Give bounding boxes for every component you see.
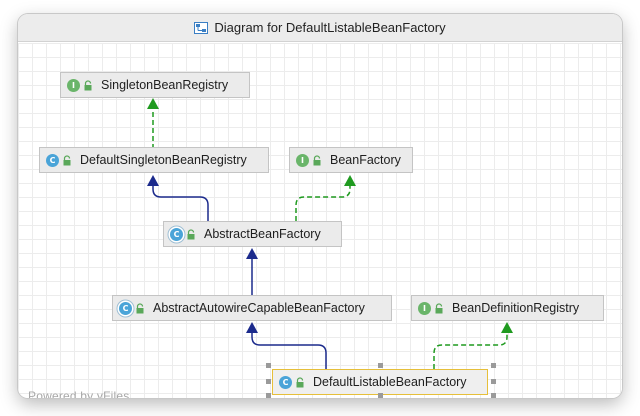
- interface-icon: I: [296, 153, 309, 167]
- window-titlebar: Diagram for DefaultListableBeanFactory: [18, 14, 622, 42]
- node-bean-factory[interactable]: I BeanFactory: [289, 147, 413, 173]
- edge-abstract-bean-factory-extends-default-singleton: [147, 175, 209, 221]
- lock-icon: [84, 79, 92, 90]
- edges-layer: [147, 98, 513, 369]
- selection-handle-bottom-left[interactable]: [266, 393, 271, 398]
- class-icon: C: [279, 375, 292, 389]
- node-label: BeanDefinitionRegistry: [452, 301, 580, 315]
- node-label: AbstractBeanFactory: [204, 227, 321, 241]
- edge-default-singleton-implements-singleton-registry: [147, 98, 159, 149]
- edge-abstract-bean-factory-implements-bean-factory: [295, 175, 356, 221]
- selection-handle-left[interactable]: [266, 379, 271, 384]
- diagram-canvas[interactable]: I SingletonBeanRegistry C DefaultSinglet…: [18, 43, 622, 398]
- node-label: BeanFactory: [330, 153, 401, 167]
- diagram-icon: [194, 21, 209, 34]
- lock-icon: [435, 302, 443, 313]
- lock-icon: [136, 302, 144, 313]
- abstract-class-icon: C: [170, 227, 183, 241]
- selection-handle-bottom[interactable]: [378, 393, 383, 398]
- node-singleton-bean-registry[interactable]: I SingletonBeanRegistry: [60, 72, 250, 98]
- lock-icon: [187, 228, 195, 239]
- selection-handle-right[interactable]: [491, 379, 496, 384]
- selection-handle-top-right[interactable]: [491, 363, 496, 368]
- node-label: SingletonBeanRegistry: [101, 78, 229, 92]
- edge-default-listable-extends-autowire: [246, 322, 327, 369]
- window-title: Diagram for DefaultListableBeanFactory: [214, 20, 446, 35]
- lock-icon: [296, 376, 304, 387]
- diagram-window: Diagram for DefaultListableBeanFactory: [18, 14, 622, 398]
- interface-icon: I: [67, 78, 80, 92]
- powered-by-label: Powered by yFiles: [28, 389, 130, 398]
- node-abstract-autowire-capable-bean-factory[interactable]: C AbstractAutowireCapableBeanFactory: [112, 295, 392, 321]
- lock-icon: [63, 154, 71, 165]
- class-icon: C: [46, 153, 59, 167]
- interface-icon: I: [418, 301, 431, 315]
- node-default-listable-bean-factory[interactable]: C DefaultListableBeanFactory: [272, 369, 488, 395]
- node-label: DefaultSingletonBeanRegistry: [80, 153, 247, 167]
- node-default-singleton-bean-registry[interactable]: C DefaultSingletonBeanRegistry: [39, 147, 269, 173]
- edge-default-listable-implements-bean-definition-registry: [433, 322, 513, 369]
- edge-autowire-extends-abstract-bean-factory: [246, 248, 258, 295]
- selection-handle-top[interactable]: [378, 363, 383, 368]
- selection-handle-top-left[interactable]: [266, 363, 271, 368]
- abstract-class-icon: C: [119, 301, 132, 315]
- node-label: AbstractAutowireCapableBeanFactory: [153, 301, 365, 315]
- node-abstract-bean-factory[interactable]: C AbstractBeanFactory: [163, 221, 342, 247]
- node-label: DefaultListableBeanFactory: [313, 375, 467, 389]
- lock-icon: [313, 154, 321, 165]
- node-bean-definition-registry[interactable]: I BeanDefinitionRegistry: [411, 295, 604, 321]
- selection-handle-bottom-right[interactable]: [491, 393, 496, 398]
